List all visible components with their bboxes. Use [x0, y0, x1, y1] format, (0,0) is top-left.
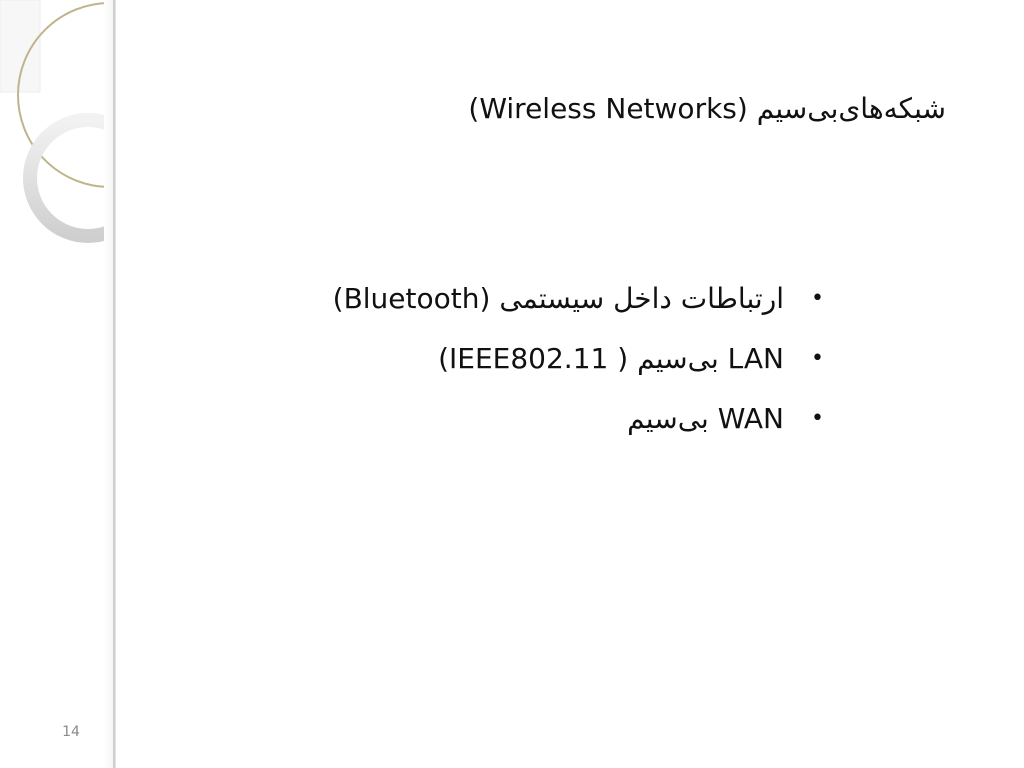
- bullet-text: WAN بی‌سیم: [627, 402, 784, 435]
- bullet-item-wireless-lan: • LAN بی‌سیم ( IEEE802.11): [333, 336, 824, 382]
- bullet-dot-icon: •: [811, 286, 824, 311]
- slide-title: شبکه‌های‌بی‌سیم (Wireless Networks): [468, 92, 946, 125]
- bullet-text: LAN بی‌سیم ( IEEE802.11): [438, 342, 784, 375]
- bullet-list: • ارتباطات داخل سیستمی (Bluetooth) • LAN…: [333, 276, 824, 456]
- decor-ring-thick: [23, 113, 116, 243]
- bullet-item-wireless-wan: • WAN بی‌سیم: [333, 396, 824, 442]
- bullet-dot-icon: •: [811, 346, 824, 371]
- decorative-sidebar: [0, 0, 116, 768]
- bullet-text: ارتباطات داخل سیستمی (Bluetooth): [332, 282, 784, 315]
- page-number: 14: [62, 724, 80, 740]
- bullet-item-bluetooth: • ارتباطات داخل سیستمی (Bluetooth): [333, 276, 824, 322]
- bullet-dot-icon: •: [811, 406, 824, 431]
- decorative-rings-icon: [0, 0, 116, 768]
